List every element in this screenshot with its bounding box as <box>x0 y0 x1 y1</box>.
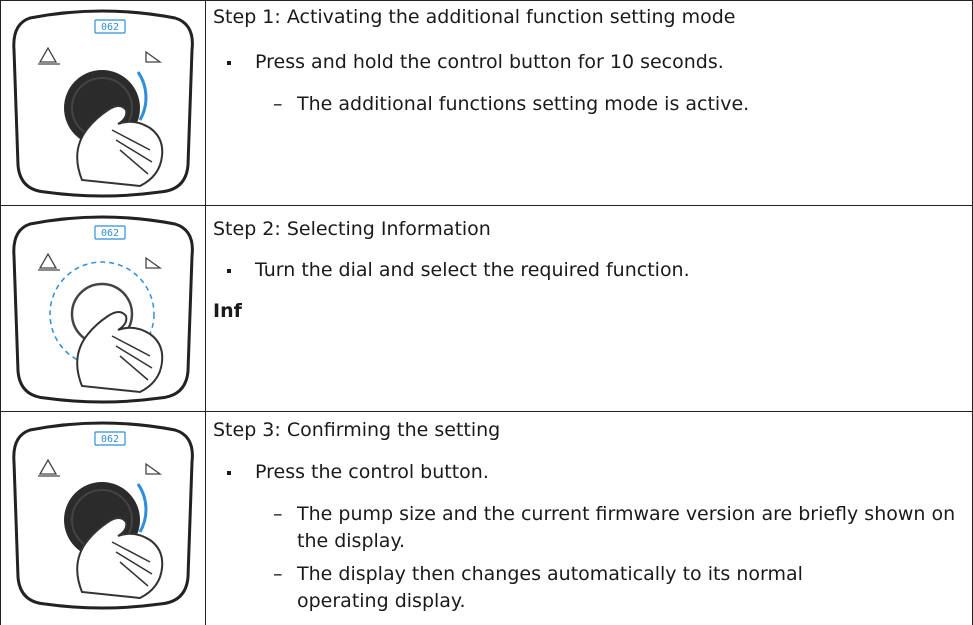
bullet-text: Turn the dial and select the required fu… <box>255 259 690 281</box>
pump-press-illustration: 062 <box>12 9 194 198</box>
table-row: 062 Step 3: Confirming the setting Press… <box>0 412 973 625</box>
row-divider <box>0 411 973 412</box>
hand-illustration <box>76 311 164 394</box>
progress-arc <box>136 71 148 121</box>
sub-text: The additional functions setting mode is… <box>297 93 750 115</box>
display-frame <box>94 225 126 240</box>
step-title: Step 1: Activating the additional functi… <box>213 6 736 28</box>
mode-right-icon <box>145 256 163 269</box>
bullet-text: Press and hold the control button for 10… <box>255 51 724 73</box>
mode-left-icon <box>38 46 60 65</box>
hand-illustration <box>76 517 164 600</box>
mode-right-icon <box>145 462 163 475</box>
step-illustration: 062 <box>0 206 205 411</box>
pump-turn-illustration: 062 <box>12 215 194 404</box>
mode-left-icon <box>38 252 60 271</box>
column-divider <box>205 0 206 625</box>
step-title: Step 2: Selecting Information <box>213 218 491 240</box>
step-illustration: 062 <box>0 0 205 205</box>
display-readout: 062 <box>101 22 119 33</box>
step-title: Step 3: Confirming the setting <box>213 419 501 441</box>
table-row: 062 Step 2: Selecting Information Turn t… <box>0 206 973 411</box>
step-content: Step 1: Activating the additional functi… <box>205 0 973 205</box>
row-divider <box>0 205 973 206</box>
bullet-text: Press the control button. <box>255 461 489 483</box>
hand-illustration <box>76 105 164 188</box>
pump-confirm-illustration: 062 <box>12 421 194 610</box>
step-content: Step 2: Selecting Information Turn the d… <box>205 206 973 411</box>
display-frame <box>94 431 126 446</box>
display-frame <box>94 19 126 34</box>
table-border-left <box>0 0 1 625</box>
mode-left-icon <box>38 458 60 477</box>
sub-text: The display then changes automatically t… <box>297 563 803 612</box>
mode-right-icon <box>145 50 163 63</box>
row-divider <box>0 0 973 1</box>
progress-arc <box>136 483 148 533</box>
step-illustration: 062 <box>0 412 205 625</box>
sub-text: The pump size and the current firmware v… <box>297 503 956 552</box>
display-readout: 062 <box>101 228 119 239</box>
display-readout: 062 <box>101 434 119 445</box>
table-row: 062 Step 1: Activating the additional fu… <box>0 0 973 205</box>
function-label: Inf <box>213 300 242 322</box>
step-content: Step 3: Confirming the setting Press the… <box>205 412 973 625</box>
